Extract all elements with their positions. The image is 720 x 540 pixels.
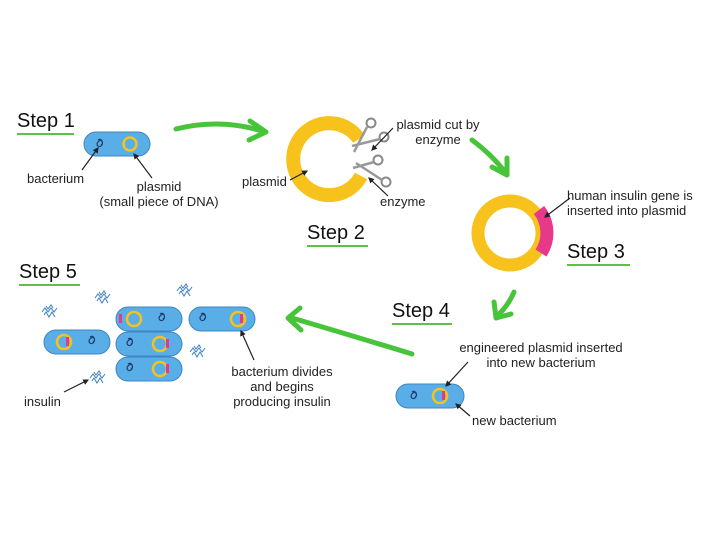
- insulin-molecule-icon: [89, 370, 106, 384]
- process-arrow-4-to-5: [285, 305, 415, 357]
- pointer-divides: [240, 329, 255, 361]
- insulin-molecule-icon: [41, 304, 58, 318]
- step-2-underline: [307, 245, 368, 247]
- insulin-molecule-icon: [189, 344, 206, 358]
- step-2-title: Step 2: [307, 222, 365, 244]
- step-4-underline: [392, 323, 452, 325]
- step-5-underline: [19, 284, 80, 286]
- label-plasmid-cut: plasmid cut by enzyme: [392, 117, 484, 147]
- label-gene-line2: inserted into plasmid: [567, 203, 687, 218]
- label-enzyme: enzyme: [380, 194, 426, 209]
- label-cut-line1: plasmid cut by: [396, 117, 480, 132]
- pointer-bacterium: [81, 147, 99, 171]
- step3-recombinant-plasmid: [471, 194, 554, 272]
- label-engineered-line2: into new bacterium: [486, 355, 596, 370]
- label-plasmid-line1: plasmid: [136, 179, 182, 194]
- process-arrow-1-to-2: [173, 118, 269, 143]
- insulin-molecule-icon: [176, 283, 193, 297]
- label-engineered-line1: engineered plasmid inserted: [459, 340, 623, 355]
- pointer-plasmid: [133, 153, 153, 179]
- label-insulin-gene: human insulin gene is inserted into plas…: [567, 188, 693, 218]
- bacterium-divided: [115, 306, 183, 332]
- step-5-title: Step 5: [19, 261, 77, 283]
- pointer-gene: [544, 197, 571, 218]
- label-new-bacterium: new bacterium: [472, 413, 557, 428]
- scissors-icon: [351, 117, 390, 153]
- bacterium-divided: [115, 331, 183, 357]
- step-1-title: Step 1: [17, 110, 75, 132]
- pointer-engineered: [445, 361, 469, 387]
- insulin-molecule-icon: [94, 290, 111, 304]
- label-cut-line2: enzyme: [415, 132, 461, 147]
- step-1-underline: [17, 133, 74, 135]
- step4-new-bacterium: [395, 383, 465, 409]
- bacterium-divided: [188, 306, 256, 332]
- bacterium-divided: [115, 356, 183, 382]
- step5-bacteria-group: [43, 306, 256, 382]
- insulin-molecules: [41, 283, 206, 384]
- label-engineered-plasmid: engineered plasmid inserted into new bac…: [446, 340, 636, 370]
- step-3-title: Step 3: [567, 241, 625, 263]
- label-divides-line3: producing insulin: [233, 394, 331, 409]
- bacterium-divided: [43, 329, 111, 355]
- step1-bacterium: [83, 131, 151, 157]
- label-gene-line1: human insulin gene is: [567, 188, 693, 203]
- label-plasmid-step2: plasmid: [242, 174, 287, 189]
- process-arrow-3-to-4: [491, 289, 517, 321]
- label-divides-line1: bacterium divides: [231, 364, 333, 379]
- process-arrow-2-to-3: [469, 137, 510, 178]
- step2-cut-plasmid: [286, 116, 368, 203]
- pointer-arrows: [63, 127, 571, 417]
- label-plasmid-step1: plasmid (small piece of DNA): [98, 179, 220, 209]
- label-plasmid-line2: (small piece of DNA): [99, 194, 219, 209]
- pointer-enzyme: [368, 177, 389, 197]
- scissors-icon-lower: [352, 154, 392, 188]
- step-4-title: Step 4: [392, 300, 450, 322]
- label-insulin: insulin: [24, 394, 61, 409]
- label-divides-line2: and begins: [250, 379, 314, 394]
- pointer-cut: [371, 127, 394, 151]
- pointer-insulin: [63, 379, 90, 393]
- label-bacterium: bacterium: [27, 171, 85, 186]
- pointer-plasmid-step2: [289, 170, 309, 181]
- pointer-new-bacterium: [455, 403, 471, 417]
- label-bacterium-divides: bacterium divides and begins producing i…: [222, 364, 342, 409]
- step-3-underline: [567, 264, 630, 266]
